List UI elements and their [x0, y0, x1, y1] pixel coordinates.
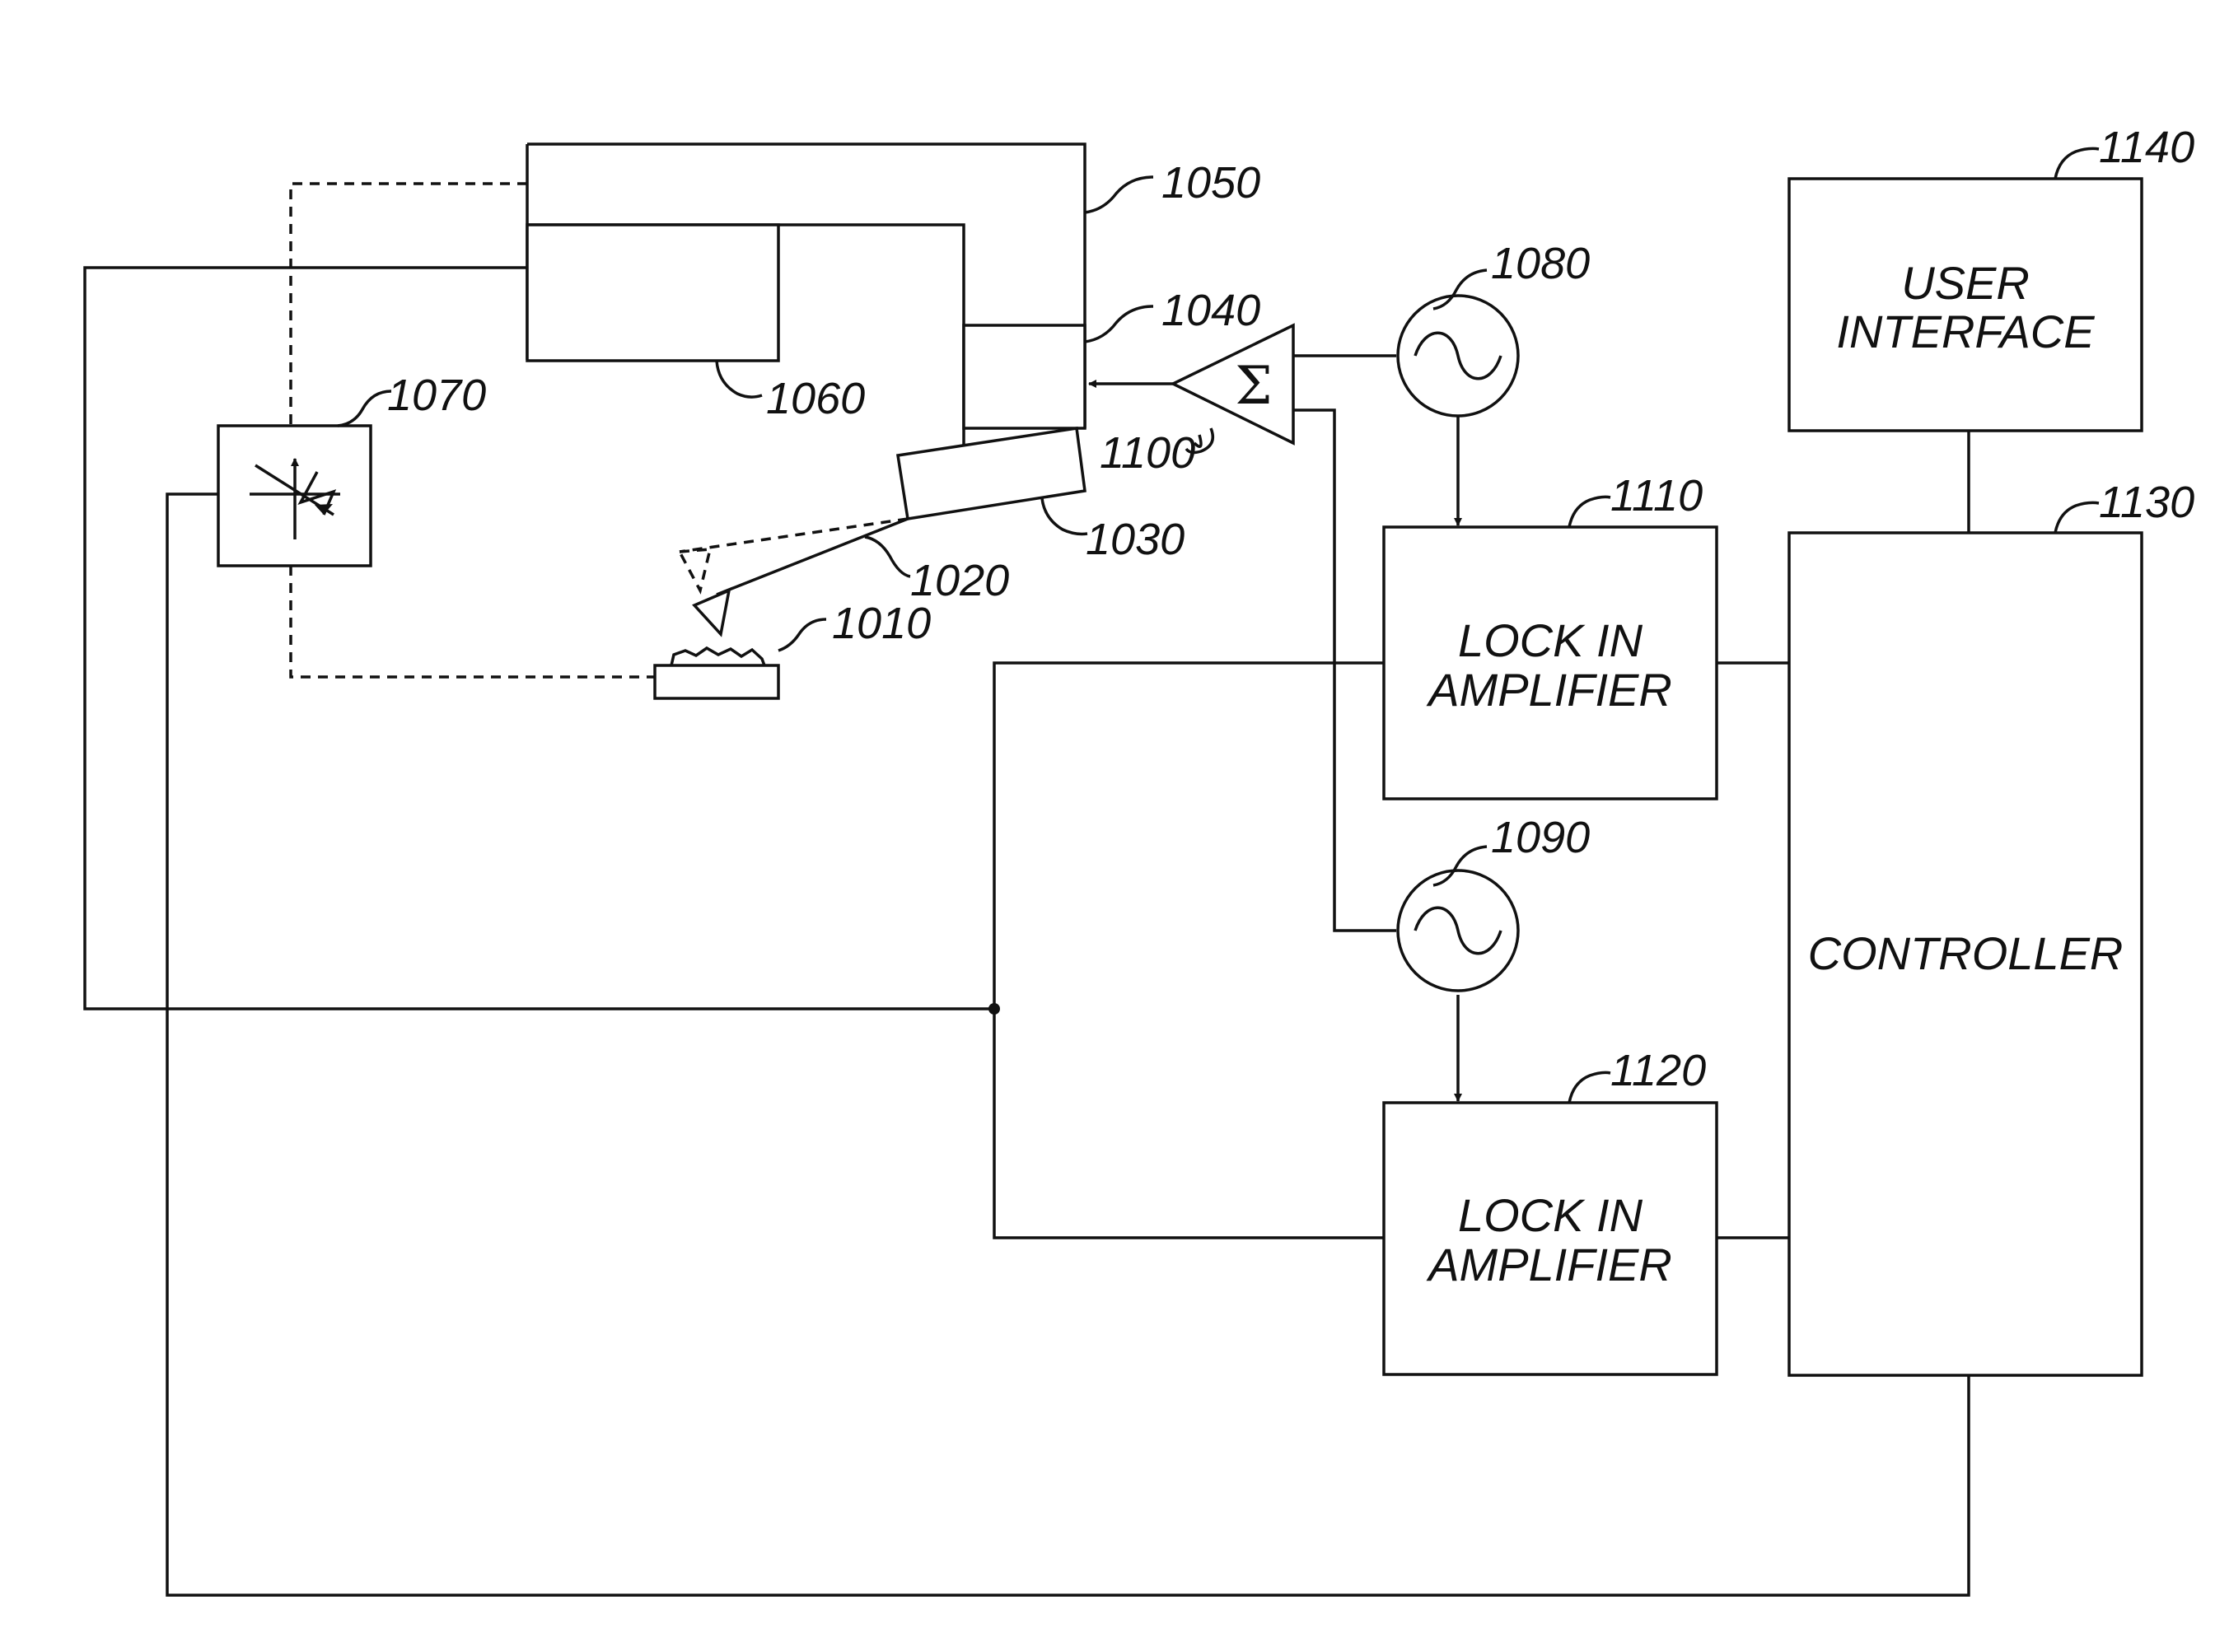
ref-1110: 1110: [1610, 471, 1703, 520]
lock-in-2-line1: LOCK IN: [1458, 1189, 1643, 1241]
cantilever-deflected: [680, 519, 908, 552]
wire-junction-lockin2: [994, 1009, 1384, 1238]
ref-1040: 1040: [1161, 286, 1260, 335]
lock-in-amplifier-1120: LOCK IN AMPLIFIER: [1384, 1103, 1717, 1374]
ref-1050: 1050: [1161, 158, 1260, 208]
user-interface-line1: USER: [1901, 257, 2030, 309]
summer-triangle: [1173, 325, 1293, 443]
ref-1070: 1070: [387, 371, 486, 420]
oscillator-1090: [1398, 870, 1518, 991]
wire-osc1090-summer: [1293, 410, 1396, 931]
user-interface-1140: USER INTERFACE: [1789, 179, 2142, 431]
ref-1010: 1010: [832, 599, 931, 648]
leader-1030: [1042, 498, 1087, 534]
sample-surface: [671, 648, 764, 665]
leader-1010: [778, 619, 826, 651]
lock-in-1-line2: AMPLIFIER: [1426, 664, 1672, 716]
leader-1130: [2055, 502, 2099, 533]
scanner-block-1060: [527, 225, 778, 361]
cantilever-1020: [717, 519, 908, 595]
ref-1120: 1120: [1610, 1046, 1706, 1095]
ref-1100: 1100: [1100, 428, 1195, 478]
lock-in-2-line2: AMPLIFIER: [1426, 1239, 1672, 1290]
phase-shifter-1070: [218, 426, 371, 566]
wire-junction-lockin1: [994, 663, 1384, 1009]
ref-1090: 1090: [1491, 813, 1590, 862]
piezo-block-1040: [964, 325, 1085, 428]
ref-1130: 1130: [2099, 478, 2194, 527]
summer-1100: Σ: [1173, 325, 1293, 443]
probe-assembly: [655, 428, 1085, 698]
ref-1030: 1030: [1086, 515, 1185, 564]
leader-1100-stub: [1194, 435, 1201, 446]
leader-1140: [2055, 148, 2099, 179]
controller-1130: CONTROLLER: [1789, 533, 2142, 1375]
ref-1020: 1020: [910, 556, 1009, 605]
ref-1080: 1080: [1491, 239, 1590, 288]
lock-in-amplifier-1110: LOCK IN AMPLIFIER: [1384, 527, 1717, 799]
probe-tip-deflected: [680, 549, 710, 590]
wire-dashed-bottom: [291, 566, 655, 677]
leader-1020: [865, 537, 910, 576]
ref-1140: 1140: [2099, 123, 2194, 172]
oscillator-1080: [1398, 296, 1518, 416]
ref-1060: 1060: [766, 374, 865, 423]
user-interface-line2: INTERFACE: [1836, 306, 2095, 357]
leader-1070: [338, 391, 391, 426]
lock-in-1-line1: LOCK IN: [1458, 614, 1643, 666]
leader-1060: [717, 361, 762, 397]
summer-sigma: Σ: [1235, 356, 1272, 417]
leader-1110: [1569, 497, 1610, 527]
leader-1050: [1085, 177, 1153, 212]
controller-label: CONTROLLER: [1808, 927, 2124, 979]
cantilever-holder-1030: [898, 428, 1085, 519]
leader-1120: [1569, 1072, 1610, 1103]
probe-tip: [694, 590, 729, 634]
leader-1040: [1085, 306, 1153, 342]
sample-stage-1010: [655, 665, 778, 698]
wire-junction-dot: [988, 1003, 1000, 1015]
